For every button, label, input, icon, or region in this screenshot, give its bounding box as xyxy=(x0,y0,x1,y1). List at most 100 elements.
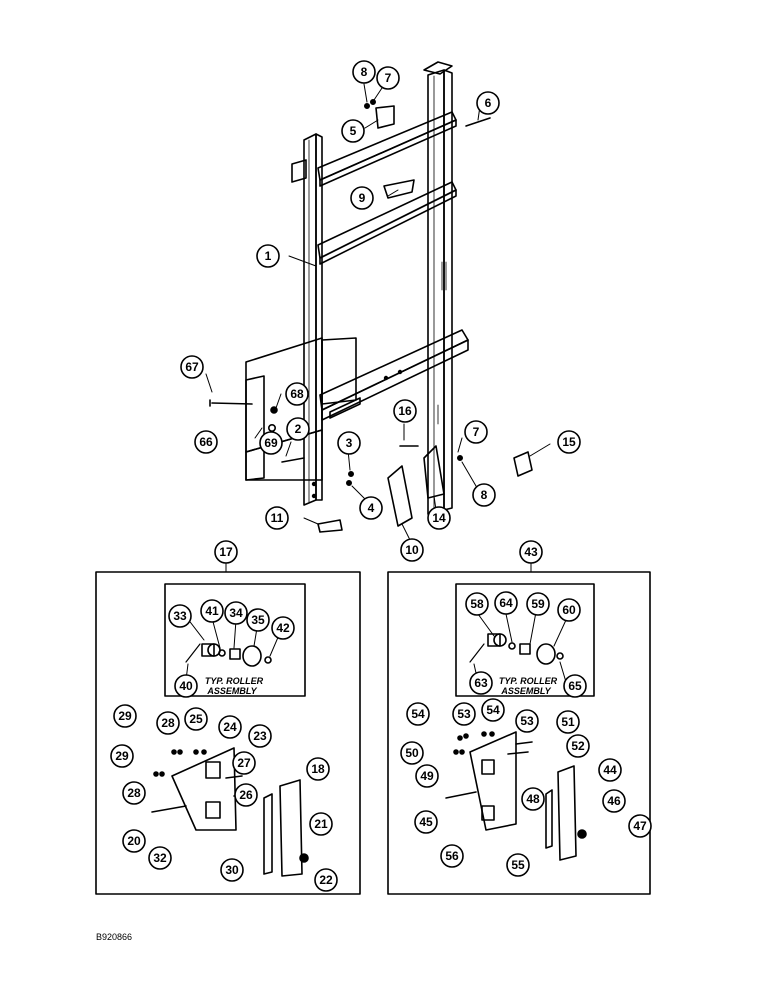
callout-48: 48 xyxy=(521,787,545,811)
callout-number: 53 xyxy=(457,707,471,721)
callout-number: 32 xyxy=(153,851,167,865)
callout-64: 64 xyxy=(494,591,518,615)
bracket-part-10 xyxy=(387,465,413,527)
callout-8b: 8 xyxy=(472,483,496,507)
callout-number: 24 xyxy=(223,720,237,734)
plate-56 xyxy=(469,731,517,831)
callout-number: 45 xyxy=(419,815,433,829)
callout-55: 55 xyxy=(506,853,530,877)
callout-number: 50 xyxy=(405,746,419,760)
callout-number: 49 xyxy=(420,769,434,783)
callout-number: 65 xyxy=(568,679,582,693)
callout-24: 24 xyxy=(218,715,242,739)
callout-66: 66 xyxy=(194,430,218,454)
svg-text:TYP. ROLLER: TYP. ROLLER xyxy=(499,676,558,686)
callout-number: 68 xyxy=(290,387,304,401)
callout-60: 60 xyxy=(557,598,581,622)
callout-41: 41 xyxy=(200,599,224,623)
callout-8a: 8 xyxy=(352,60,376,84)
callout-46: 46 xyxy=(602,789,626,813)
callout-54a: 54 xyxy=(406,702,430,726)
callout-50: 50 xyxy=(400,741,424,765)
callout-14: 14 xyxy=(427,506,451,530)
callout-number: 41 xyxy=(205,604,219,618)
callout-4: 4 xyxy=(359,496,383,520)
callout-number: 21 xyxy=(314,817,328,831)
callout-number: 8 xyxy=(361,65,368,79)
figure-id: B920866 xyxy=(96,932,132,942)
callout-51: 51 xyxy=(556,710,580,734)
callout-49: 49 xyxy=(415,764,439,788)
callout-number: 11 xyxy=(271,511,284,525)
callout-29b: 29 xyxy=(110,744,134,768)
callout-number: 51 xyxy=(561,715,575,729)
callout-number: 60 xyxy=(562,603,576,617)
svg-text:ASSEMBLY: ASSEMBLY xyxy=(500,686,551,696)
callout-45: 45 xyxy=(414,810,438,834)
callout-number: 44 xyxy=(603,763,617,777)
plate-55 xyxy=(545,789,553,849)
callout-67: 67 xyxy=(180,355,204,379)
callout-30: 30 xyxy=(220,858,244,882)
callout-number: 47 xyxy=(633,819,647,833)
callout-6: 6 xyxy=(476,91,500,115)
callout-25: 25 xyxy=(184,707,208,731)
callout-2: 2 xyxy=(286,417,310,441)
svg-text:TYP. ROLLER: TYP. ROLLER xyxy=(205,676,264,686)
callout-number: 18 xyxy=(311,762,325,776)
plate-44 xyxy=(557,765,577,861)
callout-58: 58 xyxy=(465,592,489,616)
bracket-part-14 xyxy=(423,445,445,499)
callout-11: 11 xyxy=(265,506,289,530)
callout-26: 26 xyxy=(234,783,258,807)
bracket-part-9 xyxy=(383,179,415,199)
callout-22: 22 xyxy=(314,868,338,892)
callout-9: 9 xyxy=(350,186,374,210)
callout-number: 46 xyxy=(607,794,621,808)
callout-number: 34 xyxy=(229,606,243,620)
callout-number: 64 xyxy=(499,596,513,610)
clip-part-15 xyxy=(513,451,533,477)
callout-number: 9 xyxy=(359,191,366,205)
bolt-part-2 xyxy=(281,457,305,463)
callout-3: 3 xyxy=(337,431,361,455)
callout-63: 63 xyxy=(469,671,493,695)
callout-43: 43 xyxy=(519,540,543,564)
callout-number: 7 xyxy=(385,71,392,85)
callout-number: 8 xyxy=(481,488,488,502)
bracket-part-11 xyxy=(317,519,343,533)
callout-number: 63 xyxy=(474,676,488,690)
callout-number: 3 xyxy=(346,436,353,450)
svg-text:ASSEMBLY: ASSEMBLY xyxy=(206,686,257,696)
roller-assembly-right xyxy=(469,611,567,683)
callout-number: 29 xyxy=(115,749,129,763)
callout-number: 17 xyxy=(219,545,233,559)
callout-34: 34 xyxy=(224,601,248,625)
callout-number: 10 xyxy=(405,543,419,557)
callout-42: 42 xyxy=(271,616,295,640)
callout-69: 69 xyxy=(259,431,283,455)
callout-68: 68 xyxy=(285,382,309,406)
callout-number: 69 xyxy=(264,436,278,450)
callout-number: 28 xyxy=(161,716,175,730)
callout-number: 1 xyxy=(265,249,272,263)
callout-15: 15 xyxy=(557,430,581,454)
bolt-part-67 xyxy=(209,399,253,407)
callout-number: 15 xyxy=(562,435,576,449)
plate-18 xyxy=(279,779,303,877)
callout-52: 52 xyxy=(566,734,590,758)
washer-parts xyxy=(267,99,463,486)
callout-33: 33 xyxy=(168,604,192,628)
callout-number: 2 xyxy=(295,422,302,436)
callout-44: 44 xyxy=(598,758,622,782)
callout-18: 18 xyxy=(306,757,330,781)
callout-number: 42 xyxy=(276,621,290,635)
callout-number: 20 xyxy=(127,834,141,848)
callout-number: 43 xyxy=(524,545,538,559)
callout-number: 26 xyxy=(239,788,253,802)
callout-number: 23 xyxy=(253,729,267,743)
bolts-right xyxy=(445,731,587,839)
callout-number: 30 xyxy=(225,863,239,877)
bracket-part-top-left xyxy=(291,159,307,183)
